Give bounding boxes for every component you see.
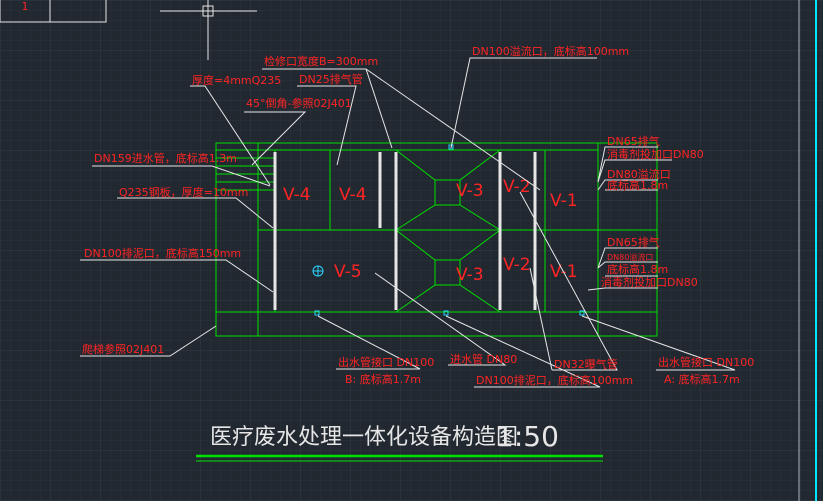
drawing-scale: 1:50 [496, 420, 559, 453]
callout-dn100-b-elev: B: 底标高1.7m [345, 372, 421, 386]
drain-marker-icon [579, 310, 585, 316]
callout-ladder: 爬梯参照02J401 [82, 342, 164, 356]
tank-label: V-3 [456, 265, 484, 285]
callout-plate-thickness: 厚度=4mmQ235 [192, 73, 281, 87]
callout-dn80-bottom: 进水管 DN80 [450, 352, 517, 366]
tank-label: V-4 [283, 185, 311, 205]
callout-corner-45: 45°倒角-参照02J401 [246, 96, 352, 110]
drain-marker-icon [314, 310, 320, 316]
layout-tab-label: 1 [22, 0, 29, 13]
outlet-marker-icon [448, 144, 454, 150]
tank-label: V-4 [339, 185, 367, 205]
tank-label: V-3 [456, 181, 484, 201]
callout-dn65-vent-mid: DN65排气 [607, 235, 660, 249]
drain-marker-icon [443, 310, 449, 316]
callout-dn100-top: DN100溢流口，底标高100mm [472, 44, 629, 58]
tank-labels: V-4 V-4 V-3 V-2 V-1 V-5 V-3 V-2 V-1 [283, 177, 578, 285]
tank-label: V-5 [334, 262, 362, 282]
callout-texts: 检修口宽度B=300mm 厚度=4mmQ235 DN25排气管 45°倒角-参照… [82, 44, 754, 387]
callout-dn100-b-title: 出水管接口 DN100 [338, 355, 434, 369]
callout-elev-mid: 底标高1.8m [607, 262, 668, 276]
tank-label: V-1 [550, 191, 578, 211]
drawing-title: 医疗废水处理一体化设备构造图 [210, 425, 518, 450]
callout-dn100-a-title: 出水管接口 DN100 [658, 355, 754, 369]
tank-label: V-2 [503, 177, 531, 197]
tank-label: V-2 [503, 255, 531, 275]
callout-dn80-mid-b: 消毒剂投加口DN80 [601, 275, 698, 289]
callout-q235-plate: Q235钢板，厚度=10mm [119, 185, 248, 199]
pipe-markers [312, 144, 585, 316]
callout-dn80-top-b: DN80溢流口 [607, 167, 671, 181]
callout-inlet-height: 检修口宽度B=300mm [264, 54, 378, 68]
leader-lines [80, 57, 736, 388]
callout-dn100-a-elev: A: 底标高1.7m [664, 372, 740, 386]
callout-dn159: DN159进水管，底标高1.3m [94, 151, 237, 165]
callout-dn32: DN32曝气管 [554, 357, 618, 371]
equipment-outline [215, 142, 658, 337]
callout-dn65-vent-top: DN65排气 [607, 134, 660, 148]
drawing-title-block: 医疗废水处理一体化设备构造图 1:50 [196, 420, 603, 462]
callout-dn100-bottom: DN100排泥口，底标高100mm [476, 373, 633, 387]
callout-dn100-left: DN100排泥口，底标高150mm [84, 246, 241, 260]
layout-tab-box[interactable]: 1 [0, 0, 107, 23]
baffle-walls [273, 152, 537, 310]
callout-dn80-top-a: 消毒剂投加口DN80 [607, 147, 704, 161]
crosshair-cursor [160, 0, 257, 60]
callout-elev-top: 底标高1.8m [607, 178, 668, 192]
callout-dn80-mid-a: DN80溢流口 [607, 252, 653, 262]
callout-dn25-vent: DN25排气管 [299, 72, 363, 86]
